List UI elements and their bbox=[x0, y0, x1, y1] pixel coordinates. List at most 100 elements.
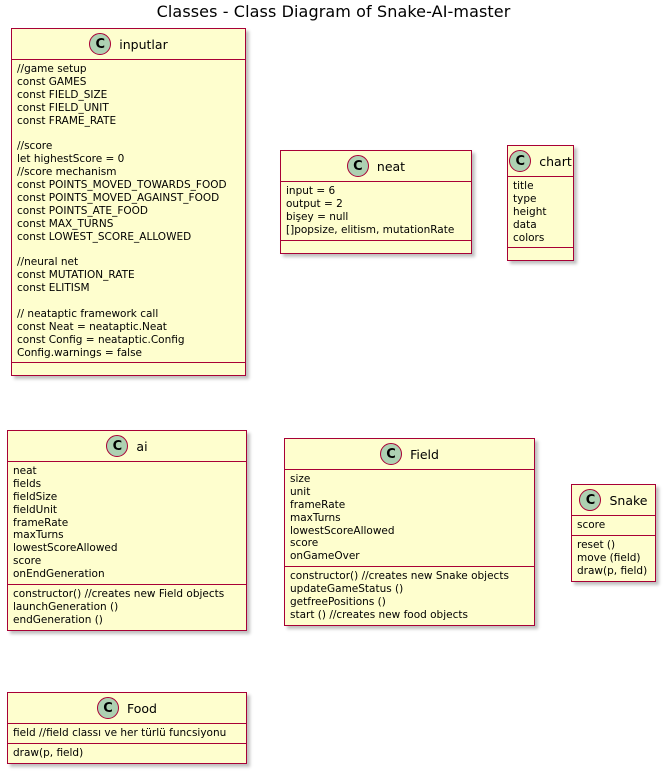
class-stereotype-icon: C bbox=[509, 150, 532, 172]
class-field: const GAMES bbox=[17, 75, 87, 88]
class-field: neat bbox=[13, 465, 37, 477]
class-field: title bbox=[513, 180, 534, 192]
class-field: field //field classı ve her türlü funcsi… bbox=[13, 727, 227, 739]
class-field: lowestScoreAllowed bbox=[13, 542, 118, 555]
class-field: const ELITISM bbox=[17, 282, 90, 295]
class-field: const MAX_TURNS bbox=[17, 217, 114, 230]
class-field: maxTurns bbox=[13, 529, 64, 542]
class-field: const LOWEST_SCORE_ALLOWED bbox=[17, 230, 192, 243]
class-field: frameRate bbox=[13, 516, 69, 529]
class-field: const POINTS_MOVED_TOWARDS_FOOD bbox=[17, 179, 227, 192]
class-field: lowestScoreAllowed bbox=[290, 524, 395, 537]
class-field: fieldUnit bbox=[13, 503, 58, 516]
class-field: colors bbox=[513, 231, 545, 244]
class-stereotype-icon: C bbox=[380, 443, 403, 465]
class-field: size bbox=[290, 473, 311, 485]
class-field: const FIELD_UNIT bbox=[17, 101, 109, 114]
class-name: Snake bbox=[609, 492, 648, 508]
class-field: type bbox=[513, 192, 537, 205]
diagram-title: Classes - Class Diagram of Snake-AI-mast… bbox=[156, 2, 511, 21]
class-field: //game setup bbox=[17, 63, 87, 75]
class-field: input = 6 bbox=[286, 185, 336, 197]
field-spacer bbox=[17, 295, 240, 308]
class-field: const Neat = neataptic.Neat bbox=[17, 320, 167, 333]
class-methods bbox=[12, 363, 245, 375]
class-stereotype-icon: C bbox=[89, 33, 112, 55]
class-field: frameRate bbox=[290, 498, 346, 511]
class-field: const MUTATION_RATE bbox=[17, 269, 135, 282]
class-field: []popsize, elitism, mutationRate bbox=[286, 223, 455, 236]
class-method: launchGeneration () bbox=[13, 600, 119, 613]
class-field: output = 2 bbox=[286, 197, 343, 210]
class-field: fieldSize bbox=[13, 490, 58, 503]
class-field: const Config = neataptic.Config bbox=[17, 333, 185, 346]
class-methods bbox=[281, 241, 471, 253]
class-method: move (field) bbox=[577, 551, 641, 564]
class-field: maxTurns bbox=[290, 511, 341, 524]
field-spacer bbox=[17, 127, 240, 140]
class-methods: constructor() //creates new Snake object… bbox=[285, 567, 534, 625]
class-method: draw(p, field) bbox=[577, 564, 648, 577]
class-header: C Snake bbox=[572, 485, 655, 516]
class-method: reset () bbox=[577, 538, 616, 551]
class-field: unit bbox=[290, 485, 311, 498]
class-field: const FIELD_SIZE bbox=[17, 88, 108, 101]
class-name: inputlar bbox=[119, 36, 168, 52]
class-field: score bbox=[13, 555, 42, 568]
class-field: onEndGeneration bbox=[13, 568, 105, 581]
class-name: ai bbox=[136, 438, 148, 454]
class-methods bbox=[508, 248, 573, 260]
class-field: score bbox=[577, 519, 606, 531]
class-methods: reset ()move (field)draw(p, field) bbox=[572, 536, 655, 581]
class-header: C Field bbox=[285, 439, 534, 470]
class-field: let highestScore = 0 bbox=[17, 153, 125, 166]
class-method: updateGameStatus () bbox=[290, 583, 404, 596]
class-name: Field bbox=[410, 446, 439, 462]
class-field: const POINTS_MOVED_AGAINST_FOOD bbox=[17, 191, 220, 204]
class-stereotype-icon: C bbox=[346, 155, 369, 177]
class-field: // neataptic framework call bbox=[17, 307, 159, 320]
class-field: fields bbox=[13, 477, 42, 490]
class-field: //neural net bbox=[17, 256, 79, 269]
class-name: Food bbox=[127, 700, 157, 716]
class-field: const POINTS_ATE_FOOD bbox=[17, 204, 148, 217]
class-stereotype-icon: C bbox=[97, 697, 119, 719]
class-method: constructor() //creates new Field object… bbox=[13, 588, 225, 601]
class-field: data bbox=[513, 218, 537, 231]
field-spacer bbox=[17, 243, 240, 256]
class-field: onGameOver bbox=[290, 550, 360, 563]
class-food[interactable]: C Food field //field classı ve her türlü f… bbox=[7, 692, 247, 764]
class-fields: field //field classı ve her türlü funcsi… bbox=[8, 724, 246, 744]
class-stereotype-icon: C bbox=[106, 435, 129, 457]
class-header: C Food bbox=[8, 693, 246, 724]
class-name: neat bbox=[376, 158, 406, 174]
class-field: //score bbox=[17, 140, 53, 153]
class-method: getfreePositions () bbox=[290, 596, 386, 609]
class-field: height bbox=[513, 205, 547, 218]
class-methods: draw(p, field) bbox=[8, 744, 246, 763]
class-stereotype-icon: C bbox=[579, 489, 602, 511]
class-methods: constructor() //creates new Field object… bbox=[8, 585, 246, 630]
class-field: Config.warnings = false bbox=[17, 346, 142, 359]
class-method: constructor() //creates new Snake object… bbox=[290, 570, 509, 583]
class-fields: score bbox=[572, 516, 655, 536]
class-method: endGeneration () bbox=[13, 613, 103, 626]
class-method: draw(p, field) bbox=[13, 746, 84, 759]
class-method: start () //creates new food objects bbox=[290, 608, 468, 621]
class-field: bişey = null bbox=[286, 210, 349, 223]
